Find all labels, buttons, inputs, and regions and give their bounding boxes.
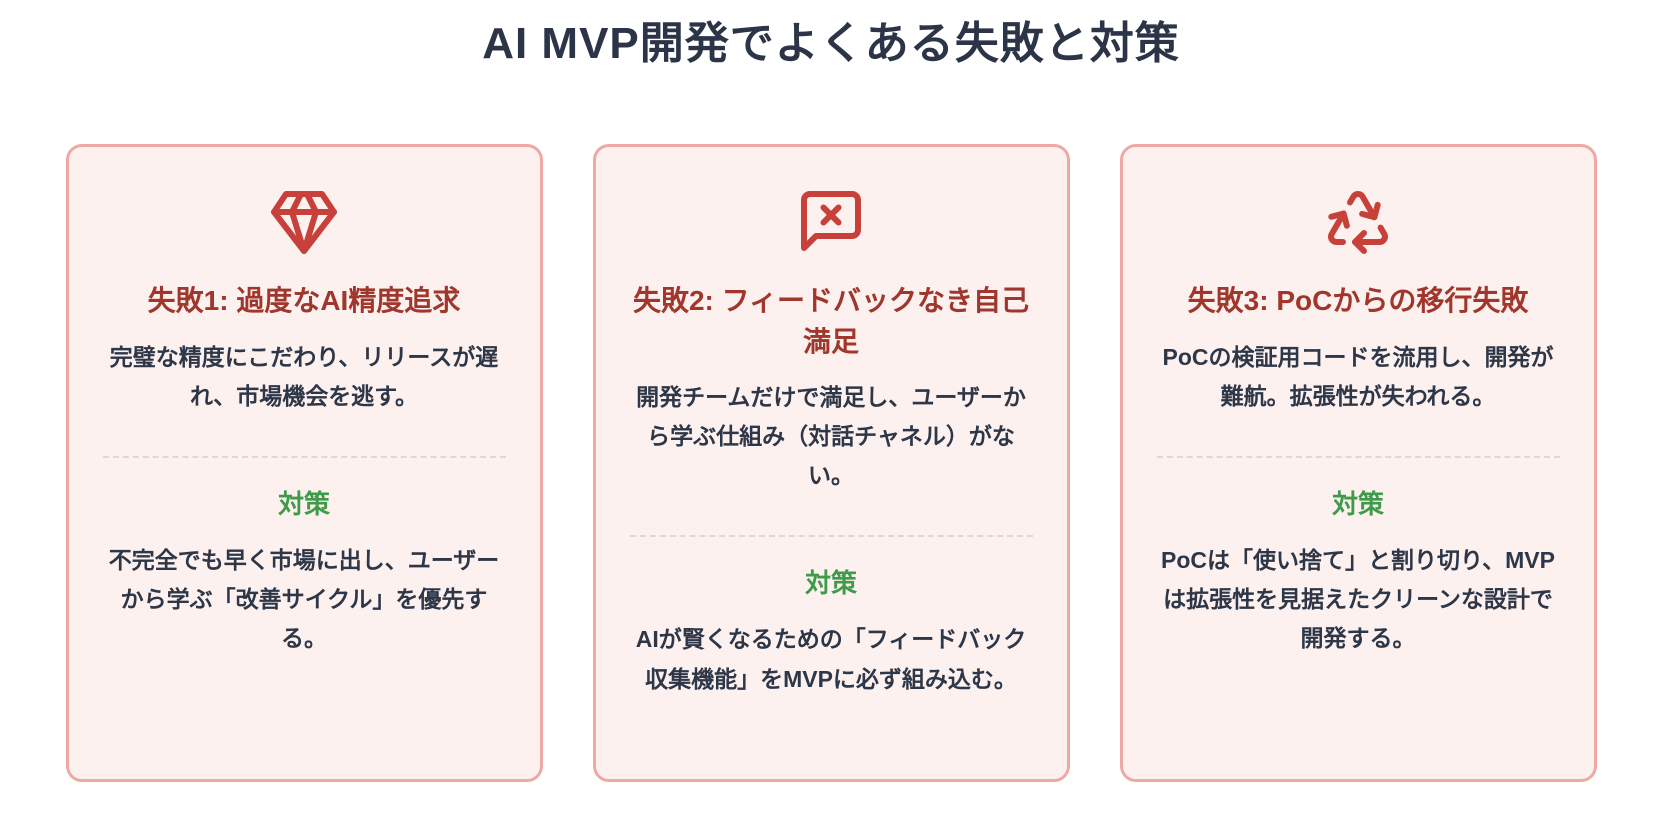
message-square-x-icon xyxy=(795,185,867,257)
solution-description: 不完全でも早く市場に出し、ユーザーから学ぶ「改善サイクル」を優先する。 xyxy=(108,546,500,651)
failure-title: 失敗1: 過度なAI精度追求 xyxy=(147,285,461,316)
failure-card-3: 失敗3: PoCからの移行失敗 PoCの検証用コードを流用し、開発が難航。拡張性… xyxy=(1119,144,1597,782)
solution-description: PoCは「使い捨て」と割り切り、MVPは拡張性を見据えたクリーンな設計で開発する… xyxy=(1161,546,1555,651)
solution-label: 対策 xyxy=(804,568,857,599)
solution-description: AIが賢くなるための「フィードバック収集機能」をMVPに必ず組み込む。 xyxy=(635,626,1027,692)
failure-description: 完璧な精度にこだわり、リリースが遅れ、市場機会を逃す。 xyxy=(109,343,499,409)
recycle-icon xyxy=(1322,185,1394,257)
divider xyxy=(629,535,1033,538)
failure-card-1: 失敗1: 過度なAI精度追求 完璧な精度にこだわり、リリースが遅れ、市場機会を逃… xyxy=(65,144,543,782)
failure-description: PoCの検証用コードを流用し、開発が難航。拡張性が失われる。 xyxy=(1162,343,1554,409)
page-title: AI MVP開発でよくある失敗と対策 xyxy=(482,19,1180,68)
failure-title: 失敗3: PoCからの移行失敗 xyxy=(1187,285,1529,316)
failure-description: 開発チームだけで満足し、ユーザーから学ぶ仕組み（対話チャネル）がない。 xyxy=(636,384,1026,489)
failure-title: 失敗2: フィードバックなき自己満足 xyxy=(632,285,1030,357)
solution-label: 対策 xyxy=(1331,488,1384,519)
failure-card-2: 失敗2: フィードバックなき自己満足 開発チームだけで満足し、ユーザーから学ぶ仕… xyxy=(592,144,1070,782)
divider xyxy=(102,455,506,458)
solution-label: 対策 xyxy=(277,488,330,519)
divider xyxy=(1156,455,1560,458)
gem-icon xyxy=(268,185,340,257)
cards-row: 失敗1: 過度なAI精度追求 完璧な精度にこだわり、リリースが遅れ、市場機会を逃… xyxy=(0,144,1662,782)
